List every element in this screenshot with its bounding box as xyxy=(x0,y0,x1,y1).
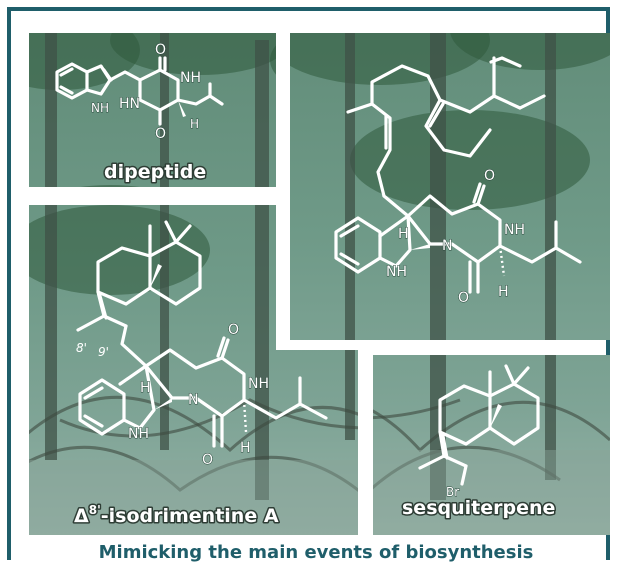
label-name: -isodrimentine A xyxy=(101,505,279,527)
atom-o-2: O xyxy=(155,126,166,142)
atom-nh-indole-1: NH xyxy=(91,101,109,115)
atom-o-6: O xyxy=(202,452,213,468)
atom-nh-3: NH xyxy=(248,376,269,392)
label-isodrimentine: Δ8'-isodrimentine A xyxy=(74,503,279,527)
dipeptide-structure xyxy=(55,56,224,126)
panel-isodrimentine: 8' 9' O NH N H NH O H Δ8'-isodrimentine … xyxy=(29,205,358,535)
atom-h-3: H xyxy=(498,284,509,300)
label-delta: Δ xyxy=(74,505,89,527)
atom-nh-2: NH xyxy=(504,222,525,238)
locant-8: 8' xyxy=(76,341,87,355)
figure-caption: Mimicking the main events of biosynthesi… xyxy=(99,542,534,563)
atom-o-5: O xyxy=(228,322,239,338)
atom-n-2: N xyxy=(188,392,198,408)
atom-o-1: O xyxy=(155,42,166,58)
label-dipeptide: dipeptide xyxy=(104,161,206,183)
atom-nh-indole-2: NH xyxy=(386,264,407,280)
atom-br: Br xyxy=(446,485,459,499)
atom-h-1: H xyxy=(190,117,199,131)
label-superscript: 8' xyxy=(89,503,101,517)
label-sesquiterpene: sesquiterpene xyxy=(402,497,555,519)
panel-top-right: O NH N H NH O H xyxy=(290,33,610,340)
atom-hn-1: HN xyxy=(119,96,140,112)
prenyl-dkp-structure xyxy=(334,56,582,294)
sesquiterpene-structure xyxy=(418,364,540,486)
atom-o-4: O xyxy=(458,290,469,306)
atom-h-2: H xyxy=(398,226,409,242)
locant-9: 9' xyxy=(98,345,109,359)
panel-sesquiterpene: Br sesquiterpene xyxy=(373,355,610,535)
isodrimentine-structure xyxy=(76,220,328,448)
atom-h-4: H xyxy=(140,380,151,396)
atom-h-5: H xyxy=(240,440,251,456)
atom-nh-indole-3: NH xyxy=(128,426,149,442)
atom-o-3: O xyxy=(484,168,495,184)
atom-n-1: N xyxy=(442,238,452,254)
atom-nh-1: NH xyxy=(180,70,201,86)
